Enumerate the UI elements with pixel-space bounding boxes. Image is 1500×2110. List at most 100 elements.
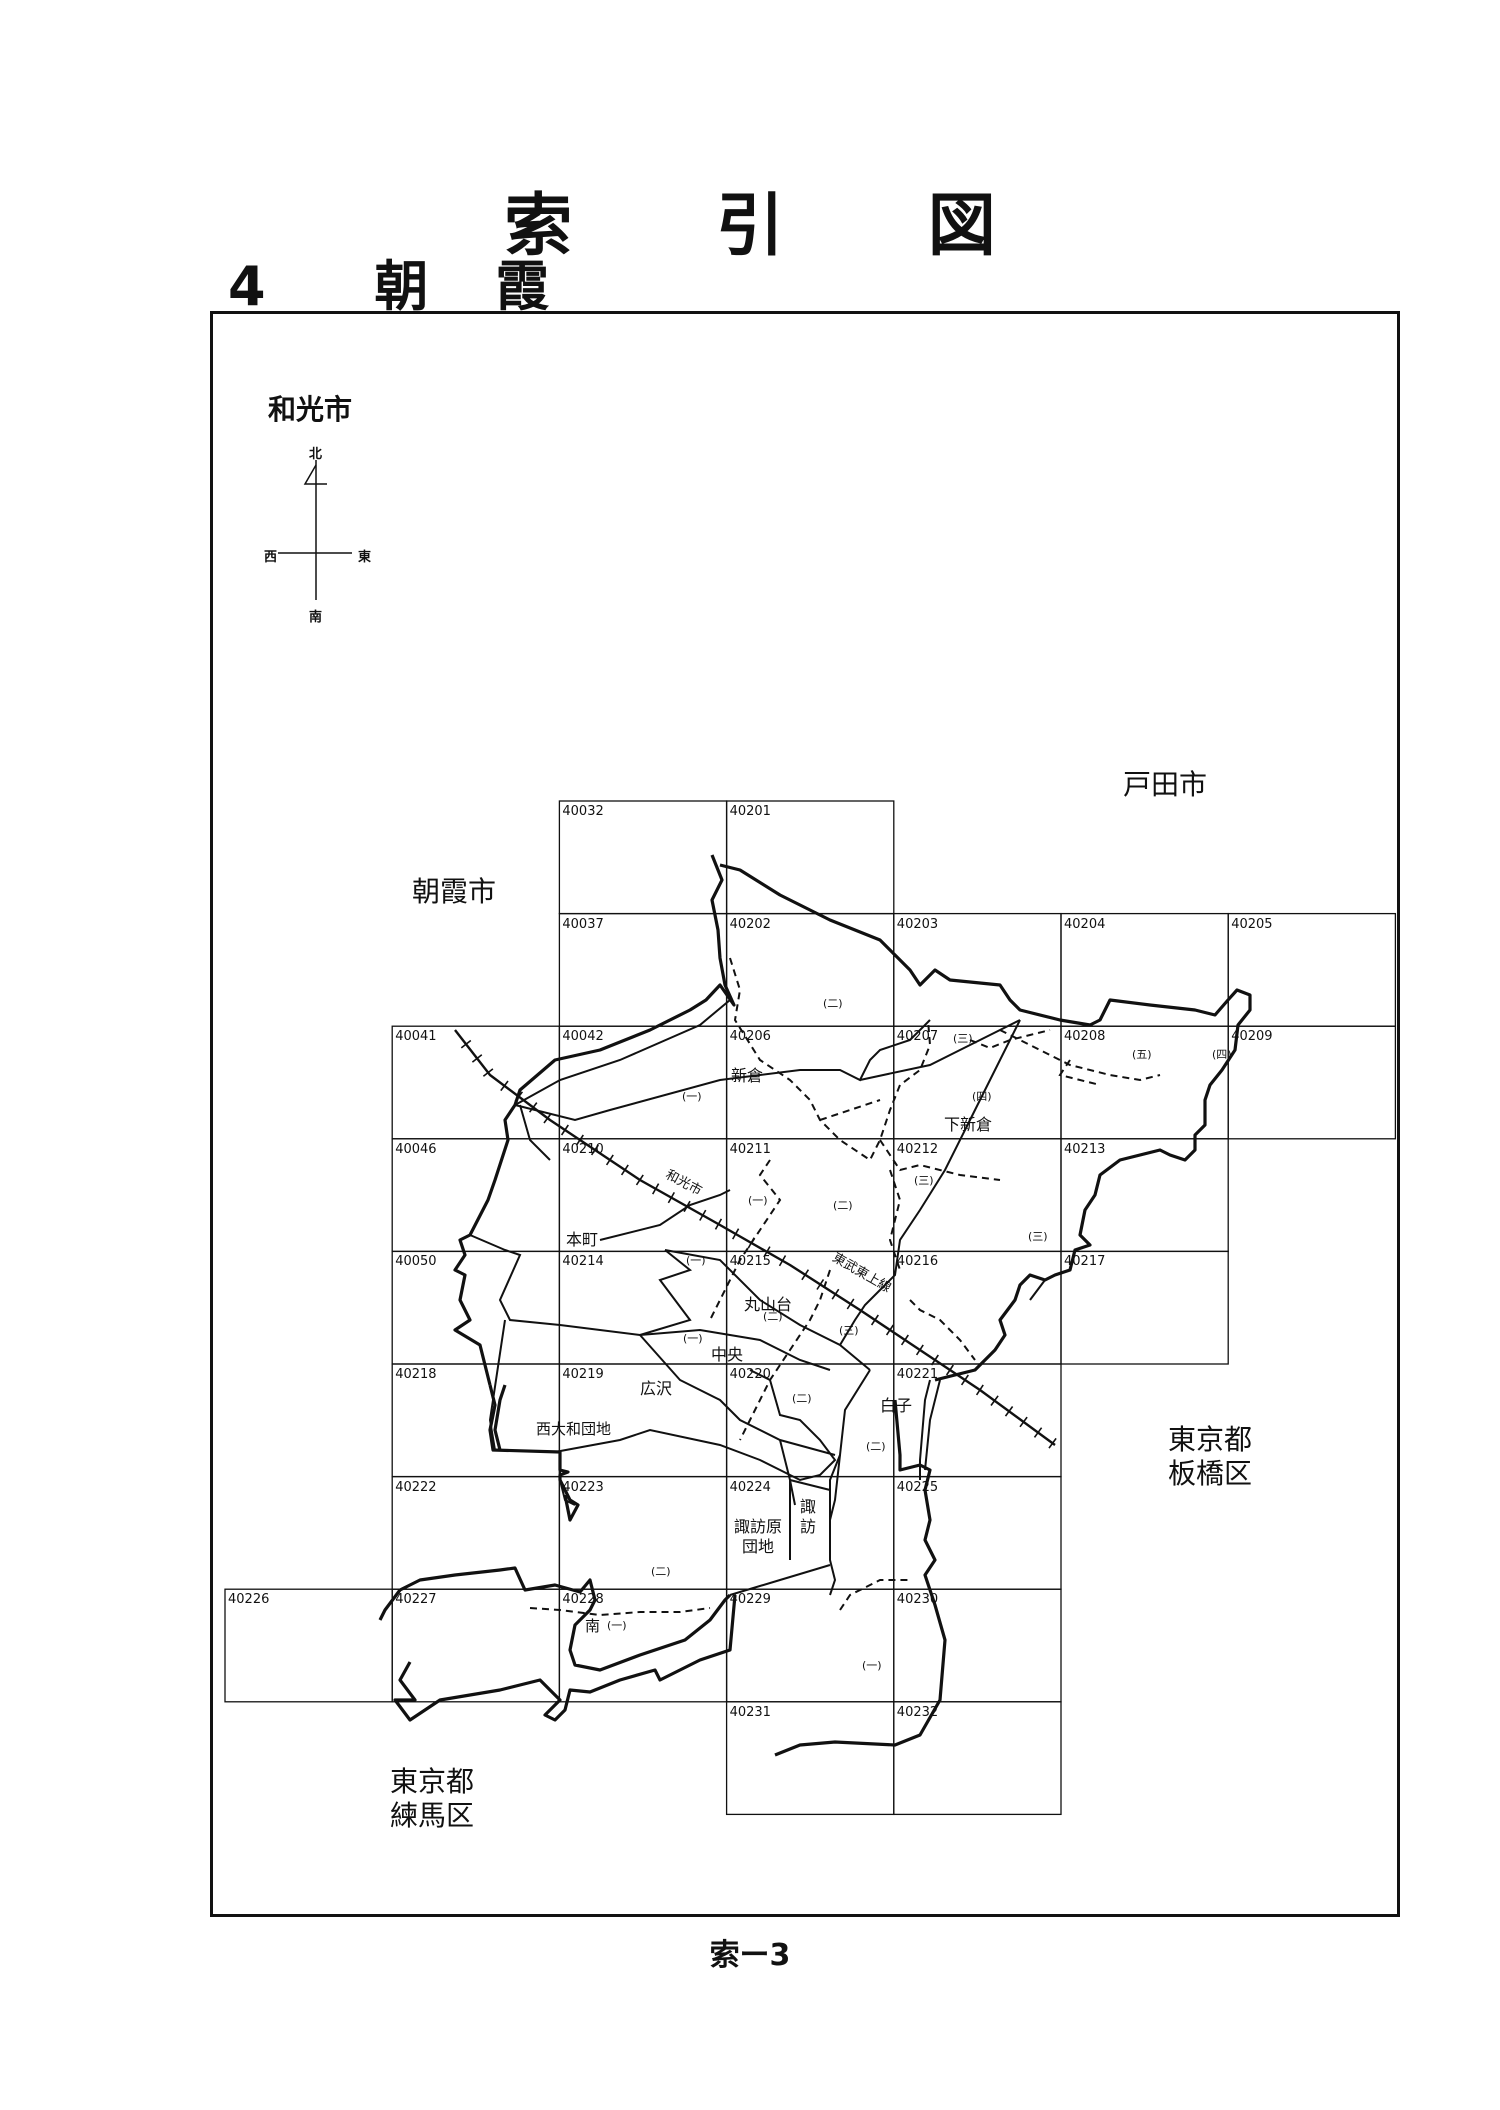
boundary-southwest: [378, 1566, 732, 1672]
district-marker: (二): [792, 1392, 812, 1405]
railway-tick: [575, 1134, 584, 1146]
district-marker: (一): [686, 1254, 706, 1267]
railway-tick: [816, 1278, 825, 1290]
railway-tick: [747, 1237, 755, 1249]
sheet-number-40208: 40208: [1064, 1029, 1106, 1045]
sheet-number-40219: 40219: [562, 1367, 604, 1382]
railway-tick: [960, 1374, 969, 1386]
sheet-number-40217: 40217: [1064, 1254, 1106, 1270]
district-marker: (三): [914, 1174, 934, 1187]
sheet-number-40218: 40218: [395, 1367, 437, 1382]
sheet-number-40046: 40046: [395, 1141, 437, 1157]
sheet-number-40215: 40215: [729, 1254, 771, 1270]
railway-tick: [732, 1228, 740, 1240]
boundary-north-2: [719, 863, 1252, 1382]
sheet-number-40231: 40231: [729, 1704, 771, 1720]
railway-tick: [635, 1174, 644, 1186]
railway-tick: [699, 1209, 707, 1221]
railway-tick: [870, 1314, 879, 1326]
title-char-3: 図: [927, 187, 996, 266]
sheet-number-40204: 40204: [1064, 916, 1106, 932]
railway-tick: [885, 1324, 894, 1336]
sheet-number-40041: 40041: [395, 1029, 437, 1045]
region-label-asaka: 朝霞市: [412, 875, 497, 908]
district-marker: (一): [682, 1090, 702, 1103]
sheet-number-40211: 40211: [729, 1141, 771, 1157]
sheet-number-40203: 40203: [896, 916, 939, 932]
place-nishiowa: 西大和団地: [536, 1420, 612, 1438]
railway-tick: [1004, 1406, 1014, 1417]
sheet-number-40050: 40050: [395, 1254, 437, 1270]
boundary-south-bottom: [774, 1399, 947, 1757]
railway-tick: [605, 1154, 614, 1166]
railway-tick: [683, 1200, 691, 1213]
railway-tick: [990, 1395, 999, 1406]
railway-tick: [528, 1102, 538, 1113]
district-marker: (五): [1132, 1048, 1152, 1061]
page-title: 索 引 図: [0, 170, 1500, 269]
place-chuo: 中央: [711, 1345, 744, 1364]
place-suwahara: 諏訪原 団地: [734, 1517, 783, 1556]
city-boundary: [378, 854, 1252, 1757]
district-marker: (二): [651, 1565, 671, 1578]
railway-tick: [846, 1298, 855, 1310]
place-shiroko: 白子: [880, 1396, 913, 1415]
railway-tick: [560, 1124, 569, 1136]
railway-line: [454, 1029, 1056, 1446]
sheet-cell-40232: [893, 1701, 1062, 1816]
region-label-nerima-2: 練馬区: [390, 1799, 475, 1832]
boundary-south: [488, 1384, 580, 1522]
boundary-southwest-2: [393, 1594, 737, 1722]
railway-tick: [801, 1269, 810, 1281]
district-marker: (二): [823, 997, 843, 1010]
compass-rose: [278, 460, 352, 600]
place-shimoshinkura: 下新倉: [944, 1115, 993, 1134]
sheet-number-40222: 40222: [395, 1479, 437, 1495]
railway-tick: [460, 1039, 472, 1049]
compass-west-label: 西: [264, 550, 278, 565]
sheet-number-40220: 40220: [729, 1367, 771, 1382]
sheet-number-40213: 40213: [1064, 1141, 1106, 1157]
sheet-number-40230: 40230: [896, 1592, 939, 1608]
sheet-number-40210: 40210: [562, 1141, 604, 1157]
railway-tick: [778, 1255, 787, 1267]
place-hirosawa: 広沢: [640, 1379, 673, 1398]
district-marker: (一): [862, 1659, 882, 1672]
map-frame: [210, 311, 1400, 1917]
page-footer: 索ー3: [709, 1938, 791, 1973]
sheet-grid: [224, 800, 1397, 1816]
railway-tick: [652, 1183, 660, 1195]
sheet-number-40227: 40227: [395, 1592, 437, 1608]
sheet-number-40205: 40205: [1231, 916, 1273, 932]
sheet-number-40032: 40032: [562, 804, 604, 819]
railway-tick: [590, 1144, 599, 1156]
district-marker: (四): [972, 1090, 992, 1103]
railway-tick: [930, 1354, 939, 1366]
sheet-cell-40217: [1060, 1250, 1229, 1365]
district-marker: (二): [763, 1310, 783, 1323]
sheet-cell-40209: [1227, 1025, 1397, 1140]
district-marker: (三): [953, 1032, 973, 1045]
railway-tick: [900, 1334, 909, 1346]
compass-east-label: 東: [358, 550, 372, 565]
sheet-number-40224: 40224: [729, 1479, 771, 1495]
place-maruyamadai: 丸山台: [744, 1295, 793, 1314]
sheet-number-40228: 40228: [562, 1592, 604, 1608]
railway-tick: [514, 1091, 524, 1102]
railway-tick: [831, 1288, 840, 1300]
sheet-number-40223: 40223: [562, 1479, 604, 1495]
compass-south-label: 南: [309, 610, 323, 625]
sheet-number-40202: 40202: [729, 916, 771, 932]
district-marker: (三): [1028, 1230, 1048, 1243]
section-name-char-2: 霞: [495, 255, 550, 318]
section-name-char-1: 朝: [374, 255, 429, 318]
sheet-number-40206: 40206: [729, 1029, 771, 1045]
sheet-number-40226: 40226: [228, 1592, 270, 1608]
boundary-west: [493, 1384, 507, 1451]
railway-ticks: [460, 1039, 1057, 1449]
railway-tick: [471, 1054, 483, 1063]
railway-tick: [975, 1384, 984, 1396]
railway-tick: [667, 1192, 675, 1204]
place-honcho: 本町: [566, 1230, 599, 1249]
